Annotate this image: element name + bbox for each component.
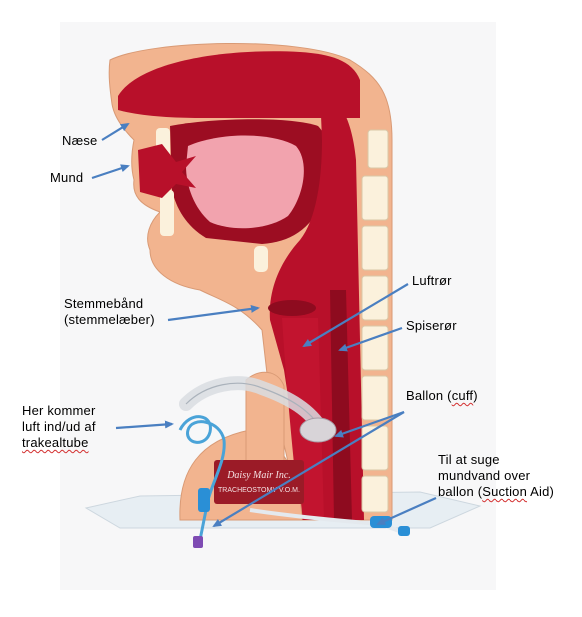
lower-tooth bbox=[160, 190, 174, 236]
arrow-mund bbox=[91, 164, 130, 180]
vocal-cords bbox=[268, 300, 316, 316]
arrow-stemmebaand bbox=[167, 304, 260, 322]
label-spiseroer: Spiserør bbox=[406, 318, 457, 333]
arrow-naese bbox=[101, 122, 130, 141]
arrow-spiseroer bbox=[338, 326, 403, 352]
label-naese: Næse bbox=[62, 133, 98, 148]
arrow-luftroer bbox=[302, 283, 409, 348]
label-ballon: Ballon (cuff) bbox=[406, 388, 478, 403]
tracheostomy-tube-outline bbox=[185, 382, 323, 431]
spine bbox=[361, 129, 389, 513]
product-plate-brand: Daisy Mair Inc. bbox=[226, 470, 291, 481]
cuff-balloon bbox=[299, 417, 337, 443]
arrow-her-kommer bbox=[115, 420, 174, 430]
label-luftroer: Luftrør bbox=[412, 273, 452, 288]
hyoid-bone bbox=[254, 246, 268, 272]
pilot-line bbox=[178, 415, 226, 541]
arrow-suge bbox=[376, 496, 437, 526]
tongue bbox=[186, 135, 304, 229]
label-til-at-suge: Til at suge mundvand over ballon (Suctio… bbox=[438, 452, 555, 499]
pilot-connector bbox=[193, 536, 203, 548]
suction-cap bbox=[398, 526, 410, 536]
mouth-opening bbox=[138, 144, 196, 198]
label-her-kommer: Her kommer luft ind/ud af trakealtube bbox=[22, 403, 96, 450]
label-mund: Mund bbox=[50, 170, 84, 185]
arrow-ballon-2 bbox=[212, 411, 405, 528]
pilot-valve bbox=[198, 488, 210, 512]
label-stemmebaand: Stemmebånd (stemmelæber) bbox=[64, 296, 155, 327]
trachea bbox=[282, 318, 324, 520]
product-plate-subtitle: TRACHEOSTOMY V.O.M. bbox=[218, 487, 300, 494]
cranium-section bbox=[118, 51, 360, 118]
arrow-ballon-1 bbox=[334, 410, 405, 438]
product-plate bbox=[214, 460, 304, 504]
